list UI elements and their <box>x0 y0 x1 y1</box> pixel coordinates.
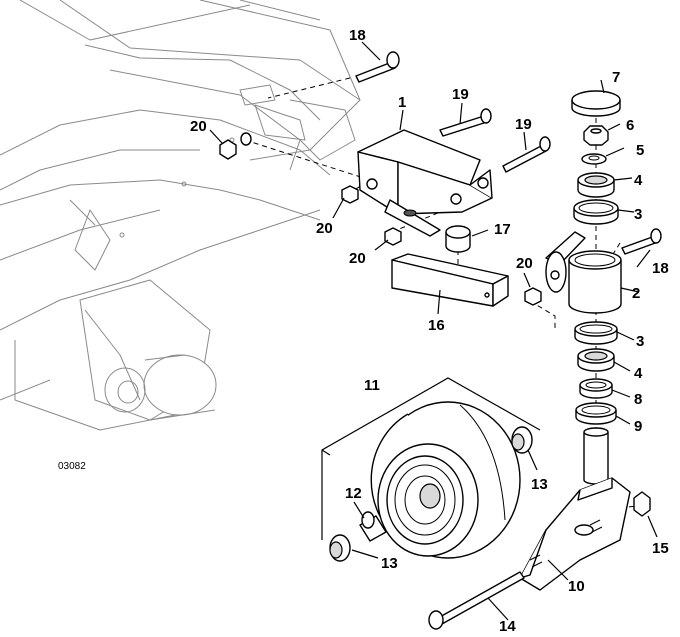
callout-3-bottom: 3 <box>636 333 644 350</box>
callout-18-side: 18 <box>652 260 669 277</box>
callout-20-right: 20 <box>516 255 533 272</box>
bumper-17 <box>445 225 471 253</box>
wheel-bearing-13-right <box>511 426 533 454</box>
wheel-11 <box>370 401 521 559</box>
callout-13-left: 13 <box>381 555 398 572</box>
callout-6: 6 <box>626 117 634 134</box>
spacer-tube-12 <box>359 511 387 542</box>
mower-deck-ghost <box>0 0 361 431</box>
callout-10: 10 <box>568 578 585 595</box>
callout-7: 7 <box>612 69 620 86</box>
bearing-4-top <box>577 172 615 198</box>
nut-20-left-upper <box>341 185 359 204</box>
spacer-8 <box>579 378 613 399</box>
wheel-bearing-13-left <box>329 534 351 562</box>
nut-6 <box>583 125 609 146</box>
callout-8: 8 <box>634 391 642 408</box>
callout-20-left-upper: 20 <box>316 220 333 237</box>
callout-18-top: 18 <box>349 27 366 44</box>
callout-20-frame: 20 <box>190 118 207 135</box>
nut-20-left-lower <box>384 227 402 246</box>
wheel-group-bracket <box>321 377 541 540</box>
callout-15: 15 <box>652 540 669 557</box>
bolt-18-side <box>621 228 662 255</box>
callout-1: 1 <box>398 94 406 111</box>
callout-19-b: 19 <box>515 116 532 133</box>
callout-2: 2 <box>632 285 640 302</box>
callout-16: 16 <box>428 317 445 334</box>
callout-19-a: 19 <box>452 86 469 103</box>
leader-lines <box>209 41 658 621</box>
nut-15 <box>633 491 651 517</box>
race-3-top <box>573 199 619 225</box>
bearing-4-bottom <box>577 348 615 372</box>
callout-4-top: 4 <box>634 172 643 189</box>
callout-13-right: 13 <box>531 476 548 493</box>
axle-bolt-14 <box>428 571 525 630</box>
nut-20-frame <box>219 132 252 160</box>
figure-id: 03082 <box>58 461 86 472</box>
caster-housing-2 <box>545 231 622 314</box>
bolt-19-a <box>439 108 492 137</box>
washer-5 <box>581 153 607 165</box>
callout-4-bottom: 4 <box>634 365 643 382</box>
bolt-18-top <box>355 51 400 83</box>
spacer-block-16 <box>391 253 509 307</box>
callout-17: 17 <box>494 221 511 238</box>
callouts: 18 1 19 19 20 20 20 20 17 16 7 6 5 4 3 2… <box>58 27 669 635</box>
dust-cap-7 <box>571 90 621 117</box>
callout-3-top: 3 <box>634 206 642 223</box>
callout-14: 14 <box>499 618 516 635</box>
mount-bracket-1 <box>357 129 493 237</box>
callout-9: 9 <box>634 418 642 435</box>
race-3-bottom <box>574 321 618 345</box>
bolt-19-b <box>502 136 551 173</box>
callout-11: 11 <box>364 377 380 394</box>
callout-5: 5 <box>636 142 644 159</box>
callout-20-left-lower: 20 <box>349 250 366 267</box>
caster-fork-10 <box>519 427 631 591</box>
seal-9 <box>575 402 617 425</box>
callout-12: 12 <box>345 485 362 502</box>
nut-20-right <box>524 287 542 306</box>
